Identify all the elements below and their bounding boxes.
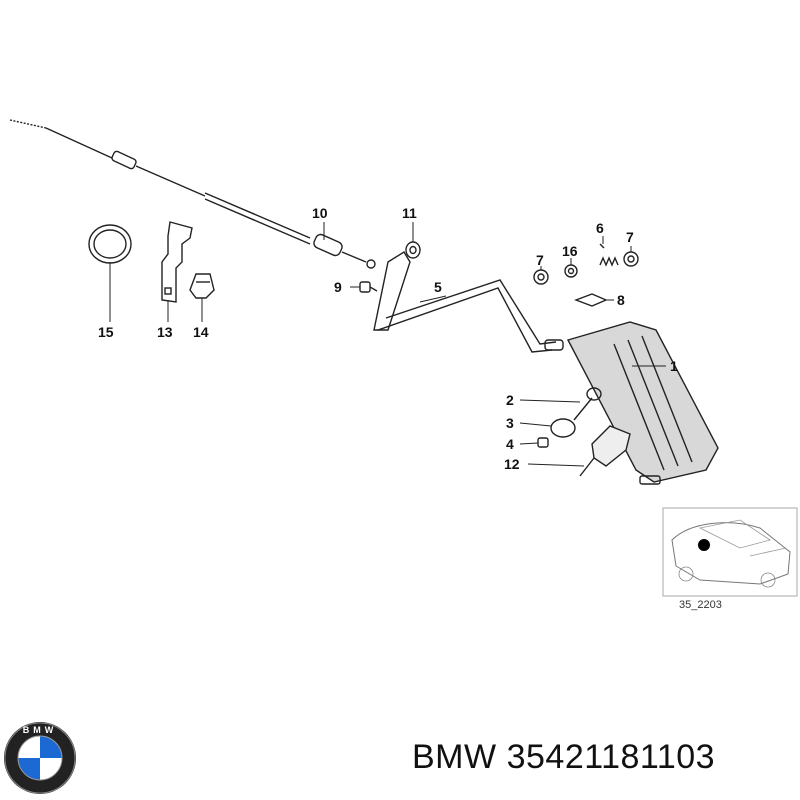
- part-15-band-clamp: [88, 224, 132, 264]
- part-2-bolt: [573, 387, 602, 421]
- callout-labels: 1 2 3 4 5 6 7 7 8 9 10 11 12 13 14 15 16: [98, 205, 678, 472]
- part-9-pin: [359, 281, 378, 293]
- part-6-spring: [599, 243, 619, 267]
- part-number: 35421181103: [506, 738, 716, 776]
- callout-5: 5: [434, 279, 442, 295]
- callout-7-right: 7: [626, 229, 634, 245]
- part-1-accelerator-pedal: [566, 321, 719, 485]
- callout-12: 12: [504, 456, 520, 472]
- throttle-cable: [9, 119, 376, 269]
- part-5-pedal-rod: [373, 251, 564, 353]
- callout-2: 2: [506, 392, 514, 408]
- part-13-bracket: [161, 221, 193, 303]
- callout-9: 9: [334, 279, 342, 295]
- bmw-logo-letters: BMW: [23, 725, 58, 735]
- callout-15: 15: [98, 324, 114, 340]
- callout-13: 13: [157, 324, 173, 340]
- callout-14: 14: [193, 324, 209, 340]
- leader-lines: [109, 222, 666, 467]
- location-thumbnail: 35_2203: [662, 507, 798, 611]
- part-11-grommet: [405, 241, 421, 259]
- thumbnail-code: 35_2203: [679, 599, 722, 611]
- part-14-clip: [189, 273, 215, 299]
- callout-3: 3: [506, 415, 514, 431]
- callout-10: 10: [312, 205, 328, 221]
- part-16-washer: [564, 264, 578, 278]
- callout-11: 11: [402, 205, 417, 221]
- callout-8: 8: [617, 292, 625, 308]
- part-4-nut: [537, 437, 549, 448]
- callout-7-left: 7: [536, 252, 544, 268]
- location-marker: [698, 539, 710, 551]
- part-8-clip: [574, 293, 608, 307]
- callout-16: 16: [562, 243, 578, 259]
- part-3-stop-plate: [550, 418, 576, 438]
- callout-4: 4: [506, 436, 514, 452]
- callout-1: 1: [670, 358, 678, 374]
- brand-name: BMW: [412, 738, 497, 776]
- callout-6: 6: [596, 220, 604, 236]
- bmw-logo: BMW: [4, 722, 76, 794]
- part-7-bushing-right: [623, 251, 639, 267]
- part-12-switch: [579, 425, 631, 477]
- part-7-bushing-left: [533, 269, 549, 285]
